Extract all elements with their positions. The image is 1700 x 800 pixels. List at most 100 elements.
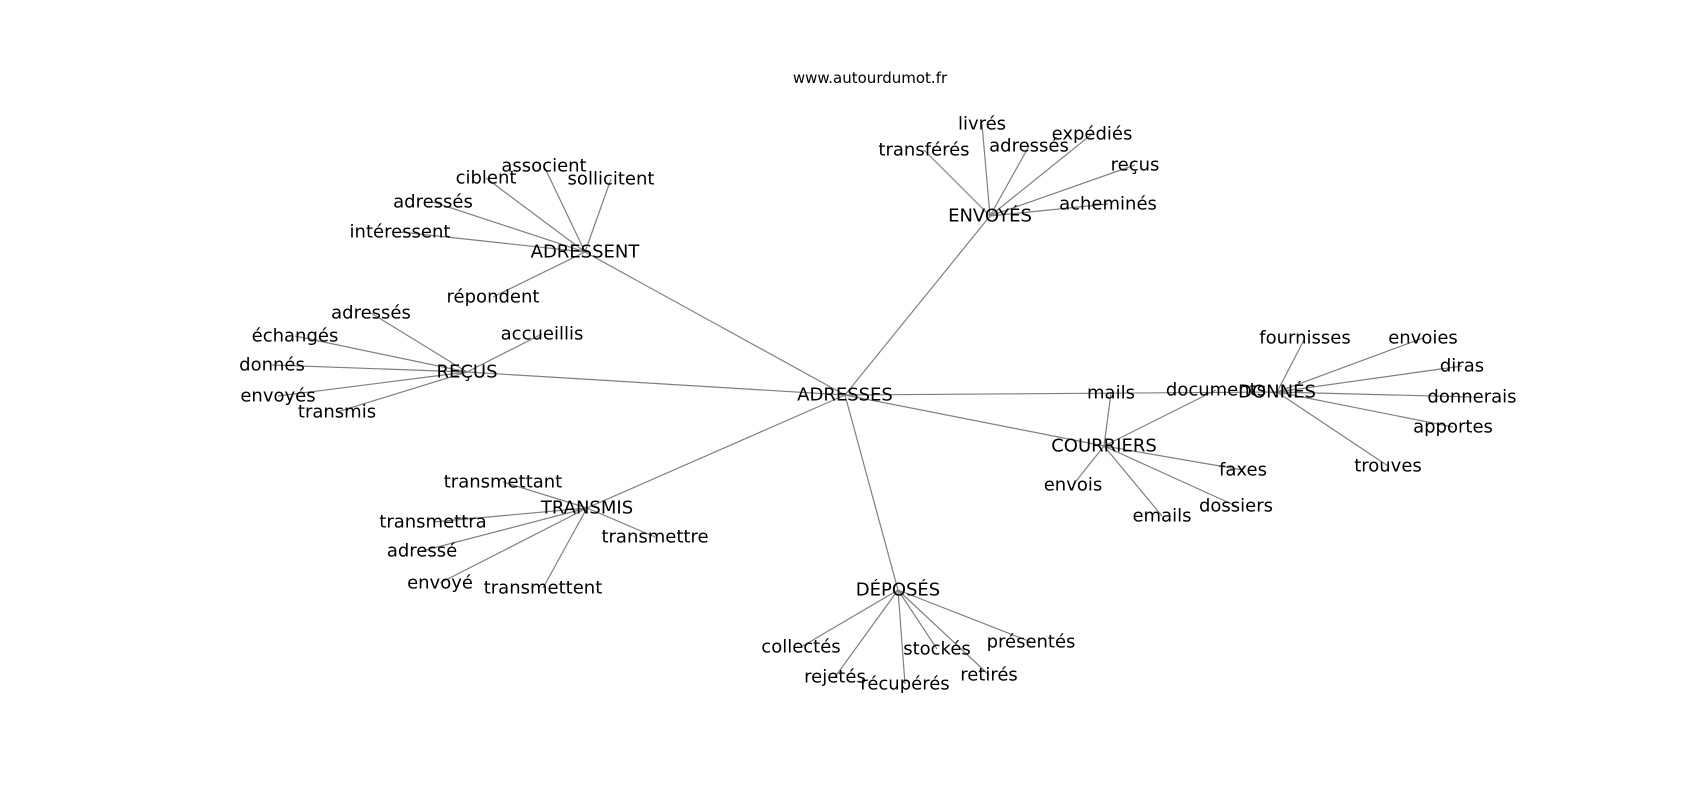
- edge-donnes-leaf: [1276, 391, 1389, 467]
- edge-courriers-leaf: [1072, 445, 1105, 486]
- edge-adressent-leaf: [399, 231, 586, 253]
- leaf-node-label: transmettent: [484, 578, 603, 599]
- leaf-node-label: expédiés: [1052, 124, 1133, 145]
- hub-node-label: DONNÉS: [1238, 381, 1316, 403]
- leaf-node-label: transmettre: [601, 527, 708, 548]
- leaf-node-label: retirés: [960, 665, 1018, 686]
- edge-adressent-leaf: [485, 177, 586, 253]
- leaf-node-label: répondent: [447, 287, 540, 308]
- leaf-node-label: trouves: [1354, 456, 1422, 477]
- leaf-node-label: rejetés: [804, 667, 866, 688]
- edge-courriers-leaf: [1103, 445, 1163, 517]
- edge-envoyes-leaf: [989, 145, 1030, 217]
- edge-transmis-leaf: [542, 507, 588, 589]
- edge-transmis-leaf: [432, 507, 588, 523]
- edge-deposes-leaf: [897, 589, 906, 685]
- edge-envoyes-leaf: [989, 133, 1093, 217]
- edge-courriers-leaf: [1103, 445, 1244, 471]
- edge-transmis-leaf: [421, 507, 588, 552]
- leaf-node-label: envoies: [1388, 328, 1458, 349]
- edge-envoyes-leaf: [989, 164, 1136, 217]
- leaf-node-label: échangés: [252, 326, 339, 347]
- edge-recus-leaf: [271, 364, 468, 373]
- edge-donnes-leaf: [1276, 365, 1463, 393]
- edge-envoyes-leaf: [989, 203, 1109, 217]
- leaf-node-label: envois: [1044, 475, 1103, 496]
- edge-transmis-leaf: [502, 481, 588, 509]
- leaf-node-label: fournisses: [1259, 328, 1350, 349]
- edge-courriers-leaf: [1103, 445, 1237, 507]
- edge-center-adressent: [584, 251, 846, 396]
- edge-envoyes-leaf: [923, 149, 991, 217]
- edge-adressent-leaf: [432, 201, 586, 253]
- leaf-node-label: donnés: [239, 355, 305, 376]
- leaf-node-label: apportes: [1413, 417, 1493, 438]
- hub-node-label: ADRESSENT: [531, 242, 641, 263]
- leaf-node-label: accueillis: [501, 324, 584, 345]
- leaf-node-label: documents: [1166, 380, 1266, 401]
- hub-node-label: TRANSMIS: [540, 498, 633, 519]
- center-node-label: ADRESSES: [797, 385, 893, 406]
- leaf-node-label: emails: [1132, 506, 1191, 527]
- leaf-node-label: donnerais: [1427, 387, 1516, 408]
- leaf-node-label: faxes: [1219, 460, 1267, 481]
- edge-deposes-leaf: [800, 589, 899, 648]
- edge-center-donnes: [844, 391, 1278, 396]
- edge-donnes-leaf: [1276, 391, 1454, 428]
- edge-deposes-leaf: [834, 589, 899, 678]
- graph-edges: [271, 123, 1473, 685]
- leaf-node-label: mails: [1087, 383, 1135, 404]
- edge-recus-leaf: [336, 371, 468, 413]
- edge-deposes-leaf: [897, 589, 1032, 643]
- edge-transmis-leaf: [586, 507, 656, 538]
- graph-labels: www.autourdumot.fr ADRESSES ADRESSENT asso…: [239, 69, 1516, 695]
- edge-recus-leaf: [466, 333, 543, 373]
- leaf-node-label: transmettra: [379, 512, 486, 533]
- hub-node-label: DÉPOSÉS: [856, 579, 940, 601]
- edge-center-deposes: [844, 394, 899, 591]
- edge-deposes-leaf: [897, 589, 990, 676]
- edge-donnes-leaf: [1276, 391, 1473, 398]
- leaf-node-label: adressés: [989, 136, 1069, 157]
- leaf-node-label: diras: [1440, 356, 1484, 377]
- leaf-node-label: récupérés: [860, 674, 949, 695]
- hub-node-label: ENVOYÉS: [948, 205, 1032, 227]
- edge-adressent-leaf: [584, 178, 612, 253]
- hub-node-label: REÇUS: [436, 362, 497, 383]
- edge-recus-leaf: [294, 335, 468, 373]
- edge-adressent-leaf: [492, 251, 586, 298]
- leaf-node-label: présentés: [987, 632, 1076, 653]
- edge-deposes-leaf: [897, 589, 938, 650]
- leaf-node-label: livrés: [958, 114, 1006, 135]
- leaf-node-label: acheminés: [1059, 194, 1157, 215]
- edge-center-envoyes: [844, 215, 991, 396]
- edge-transmis-leaf: [439, 507, 588, 584]
- source-watermark: www.autourdumot.fr: [793, 69, 948, 87]
- edge-center-transmis: [586, 394, 846, 509]
- edge-adressent-leaf: [543, 165, 586, 253]
- leaf-node-label: envoyés: [240, 386, 315, 407]
- leaf-node-label: transmis: [298, 402, 376, 423]
- leaf-node-label: dossiers: [1199, 496, 1273, 517]
- edge-courriers-leaf: [1103, 389, 1217, 447]
- leaf-node-label: reçus: [1111, 155, 1160, 176]
- edge-recus-leaf: [370, 312, 468, 373]
- edge-donnes-leaf: [1276, 337, 1424, 393]
- edge-center-recus: [466, 371, 846, 396]
- leaf-node-label: ciblent: [456, 168, 517, 189]
- leaf-node-label: adressés: [393, 192, 473, 213]
- leaf-node-label: transmettant: [444, 472, 563, 493]
- leaf-node-label: sollicitent: [568, 169, 655, 190]
- leaf-node-label: intéressent: [350, 222, 451, 243]
- leaf-node-label: envoyé: [407, 573, 473, 594]
- edge-recus-leaf: [277, 371, 468, 397]
- leaf-node-label: adressé: [387, 541, 457, 562]
- edge-courriers-leaf: [1103, 392, 1112, 447]
- leaf-node-label: stockés: [903, 639, 971, 660]
- leaf-node-label: associent: [501, 156, 586, 177]
- hub-node-label: COURRIERS: [1051, 436, 1157, 457]
- leaf-node-label: adressés: [331, 303, 411, 324]
- leaf-node-label: transférés: [878, 140, 969, 161]
- edge-donnes-leaf: [1276, 337, 1306, 393]
